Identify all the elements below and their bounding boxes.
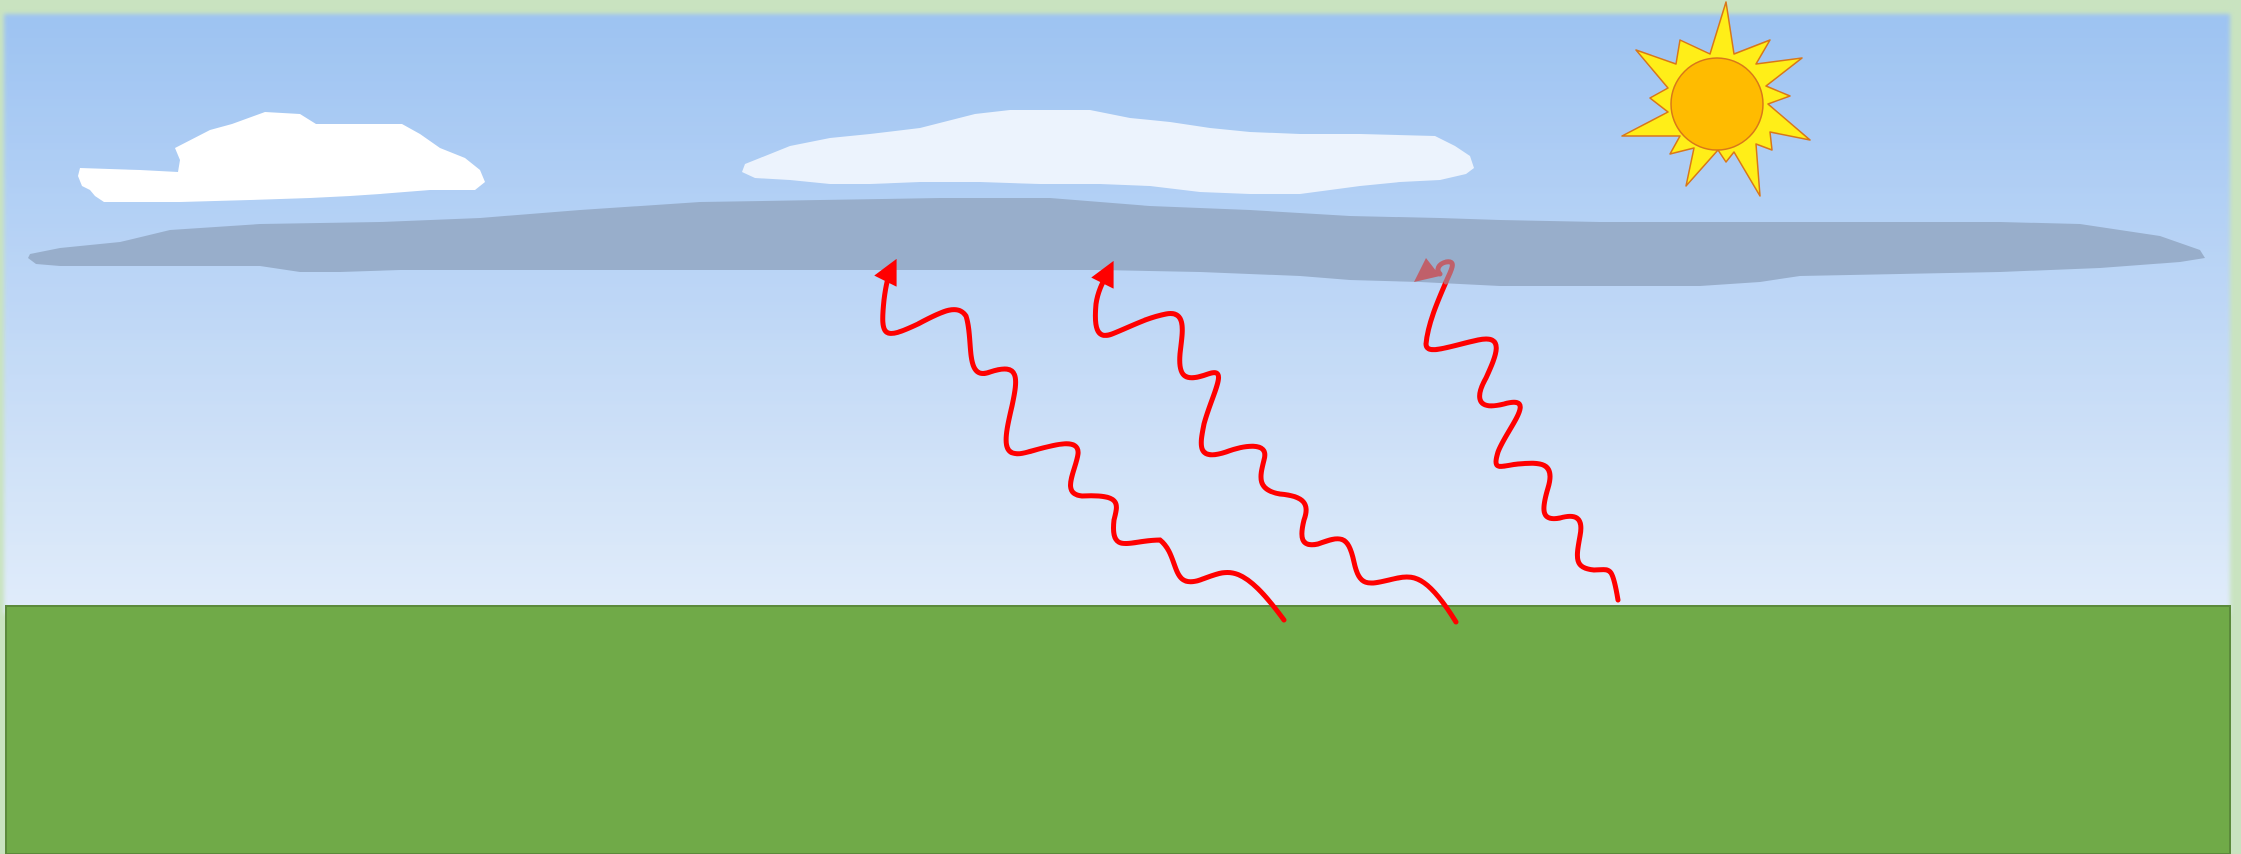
ground bbox=[5, 605, 2231, 854]
radiation-arrow-3-tip bbox=[1435, 259, 1455, 285]
sky bbox=[4, 14, 2230, 614]
radiation-arrow-3 bbox=[1423, 279, 1621, 603]
radiation-arrow-2 bbox=[1091, 260, 1459, 625]
white-cloud bbox=[78, 112, 485, 202]
radiation-arrow-3-head bbox=[1414, 258, 1440, 282]
grey-cloud-band bbox=[28, 198, 2205, 286]
sun-icon bbox=[1621, 1, 1811, 197]
light-cloud bbox=[742, 110, 1474, 194]
radiation-arrow-1 bbox=[874, 258, 1287, 623]
sun-disc bbox=[1670, 57, 1764, 151]
